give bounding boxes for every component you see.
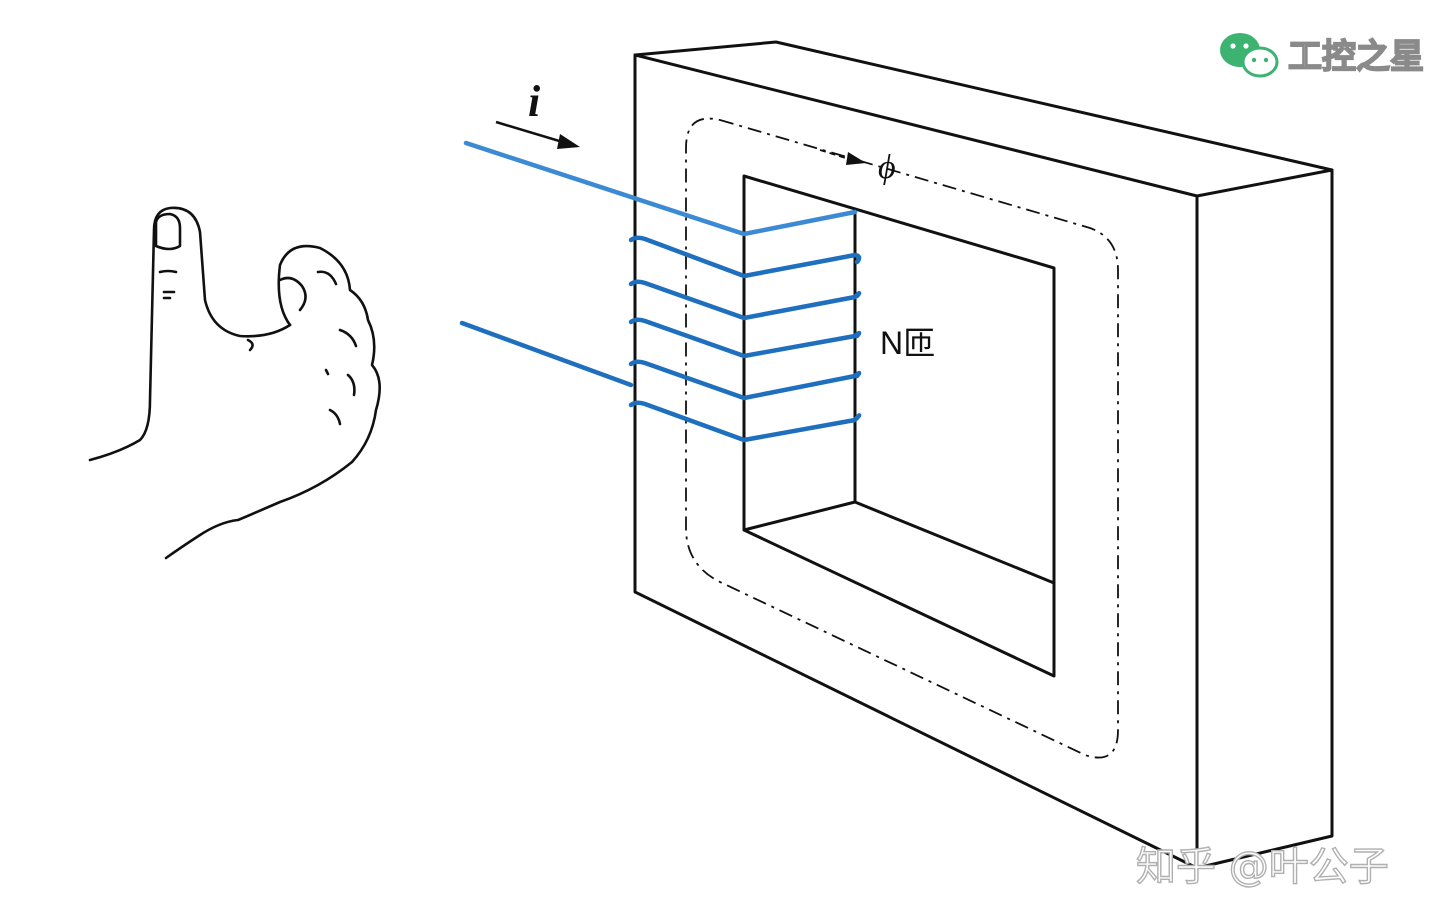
flux-path [685,117,1119,759]
core-top-face [633,40,1334,198]
coil-turn [628,235,862,279]
coil-turn [628,359,862,401]
coil-turn [628,279,862,321]
iron-core [633,40,1334,870]
coil-lead-in [463,140,858,237]
hand-icon [88,206,381,560]
wechat-logo-icon [1220,33,1279,78]
flux-label: ϕ [878,149,896,186]
coil-turn [628,317,862,359]
core-right-face [1195,168,1334,870]
current-label: i [528,77,541,126]
coil-winding [459,140,862,443]
flux-arrow-icon [819,149,866,165]
coil-lead-out [459,320,634,388]
turns-label: N匝 [880,325,935,361]
core-window-depth [742,210,1056,585]
wechat-watermark: 工控之星 [1220,33,1425,78]
current-arrow-icon [495,120,580,149]
wechat-account-name: 工控之星 [1288,37,1424,77]
zhihu-credit: 知乎 @叶公子 [1136,844,1389,890]
coil-turn [628,400,862,443]
core-window-front [742,174,1056,678]
